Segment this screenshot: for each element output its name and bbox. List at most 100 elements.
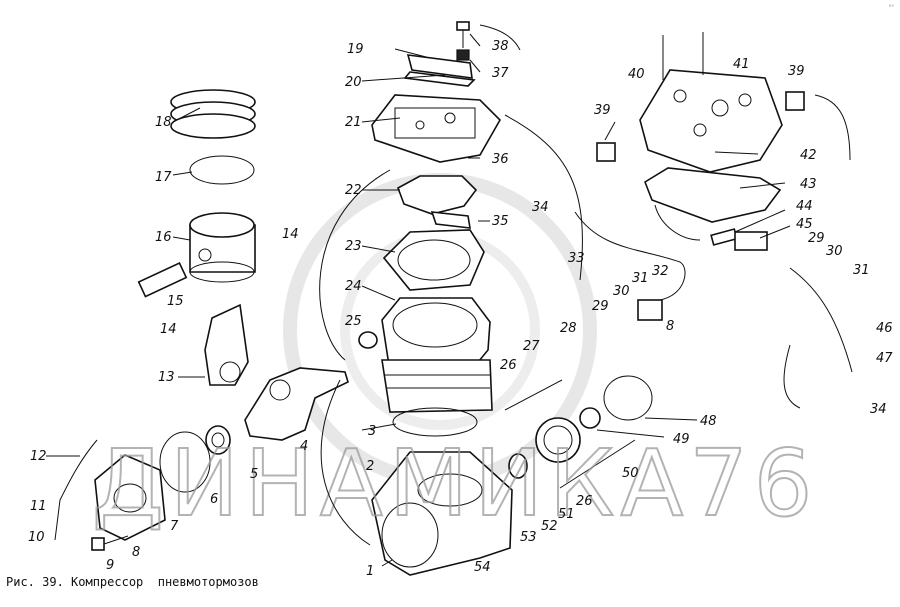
- oil-pipe-12: [54, 439, 98, 541]
- pipe-33: [574, 211, 686, 301]
- callout-40: 40: [628, 67, 645, 82]
- callout-44: 44: [796, 199, 813, 214]
- callout-29b: 29: [808, 231, 825, 246]
- callout-2: 2: [366, 459, 374, 474]
- callout-39b: 39: [788, 64, 805, 79]
- callout-16: 16: [155, 230, 172, 245]
- plug-39a: [596, 142, 616, 162]
- callout-25: 25: [345, 314, 362, 329]
- callout-36: 36: [492, 152, 509, 167]
- callout-4: 4: [300, 439, 308, 454]
- bushing-52: [508, 453, 528, 479]
- banjo-44: [710, 228, 738, 246]
- bolt-9: [91, 535, 129, 551]
- callout-20: 20: [345, 75, 362, 90]
- callout-24: 24: [345, 279, 362, 294]
- callout-31a: 31: [632, 271, 649, 286]
- callout-13: 13: [158, 370, 175, 385]
- bolt-50: [559, 439, 636, 489]
- callout-47: 47: [876, 351, 893, 366]
- callout-37: 37: [492, 66, 509, 81]
- callout-43: 43: [800, 177, 817, 192]
- callout-26b: 26: [576, 494, 593, 509]
- callout-45: 45: [796, 217, 813, 232]
- valve-plate-21: [371, 94, 501, 163]
- callout-42: 42: [800, 148, 817, 163]
- callout-8b: 8: [666, 319, 674, 334]
- o-ring-48: [603, 375, 653, 421]
- callout-48: 48: [700, 414, 717, 429]
- bolt-27: [504, 379, 563, 411]
- cylinder-head-42: [639, 69, 783, 173]
- callout-31b: 31: [853, 263, 870, 278]
- callout-6: 6: [210, 492, 218, 507]
- callout-27: 27: [523, 339, 540, 354]
- rear-cover-7: [94, 454, 166, 541]
- callout-22: 22: [345, 183, 362, 198]
- nut-25: [358, 331, 378, 349]
- callout-41: 41: [733, 57, 750, 72]
- callout-39a: 39: [594, 103, 611, 118]
- callout-23: 23: [345, 239, 362, 254]
- callout-12: 12: [30, 449, 47, 464]
- callout-52: 52: [541, 519, 558, 534]
- gasket-35: [430, 211, 471, 229]
- callout-10: 10: [28, 530, 45, 545]
- o-ring-3: [392, 407, 478, 437]
- callout-18: 18: [155, 115, 172, 130]
- callout-labels: 19 20 21 22 23 24 25 38 37 36 35 34 33 1…: [28, 39, 893, 579]
- callout-54: 54: [474, 560, 491, 575]
- callout-11: 11: [30, 499, 47, 514]
- callout-46: 46: [876, 321, 893, 336]
- callout-26a: 26: [500, 358, 517, 373]
- callout-33: 33: [568, 251, 585, 266]
- banjo-45: [734, 231, 768, 251]
- gasket-43: [644, 167, 782, 223]
- callout-29a: 29: [592, 299, 609, 314]
- callout-30a: 30: [613, 284, 630, 299]
- callout-53: 53: [520, 530, 537, 545]
- callout-35: 35: [492, 214, 509, 229]
- connecting-rod-13: [204, 303, 249, 386]
- callout-17: 17: [155, 170, 172, 185]
- pipe-47: [789, 267, 853, 373]
- gasket-22: [397, 175, 478, 215]
- leader-lines: [46, 24, 851, 567]
- watermark-text: ДИНАМИКА76: [92, 430, 818, 537]
- crankshaft-4: [244, 367, 349, 441]
- gear-49: [535, 407, 601, 463]
- plug-39b: [785, 91, 805, 111]
- banjo-8: [637, 299, 663, 321]
- callout-8a: 8: [132, 545, 140, 560]
- callout-5: 5: [250, 467, 258, 482]
- callout-30b: 30: [826, 244, 843, 259]
- callout-1: 1: [366, 564, 374, 579]
- piston-rings-18: [170, 89, 256, 185]
- o-ring-6: [159, 431, 211, 493]
- callout-3: 3: [368, 424, 376, 439]
- callout-50: 50: [622, 466, 639, 481]
- callout-34b: 34: [870, 402, 887, 417]
- callout-51: 51: [558, 507, 575, 522]
- cylinder-block-24: [381, 297, 493, 413]
- callout-15: 15: [167, 294, 184, 309]
- piston-pin-15: [137, 261, 188, 298]
- gasket-23: [382, 229, 485, 291]
- callout-21: 21: [345, 115, 362, 130]
- piston-16: [189, 212, 256, 283]
- callout-14a: 14: [282, 227, 299, 242]
- callout-32: 32: [652, 264, 669, 279]
- callout-34a: 34: [532, 200, 549, 215]
- callout-49: 49: [673, 432, 690, 447]
- callout-38: 38: [492, 39, 509, 54]
- bolt-38: [456, 21, 470, 61]
- callout-19: 19: [347, 42, 364, 57]
- callout-7: 7: [170, 519, 179, 534]
- callout-28: 28: [560, 321, 577, 336]
- corner-mark: ᵃˢ: [888, 3, 894, 11]
- bearing-5: [205, 425, 231, 455]
- callout-14b: 14: [160, 322, 177, 337]
- callout-9: 9: [106, 558, 114, 573]
- lock-plate-19: [403, 54, 476, 87]
